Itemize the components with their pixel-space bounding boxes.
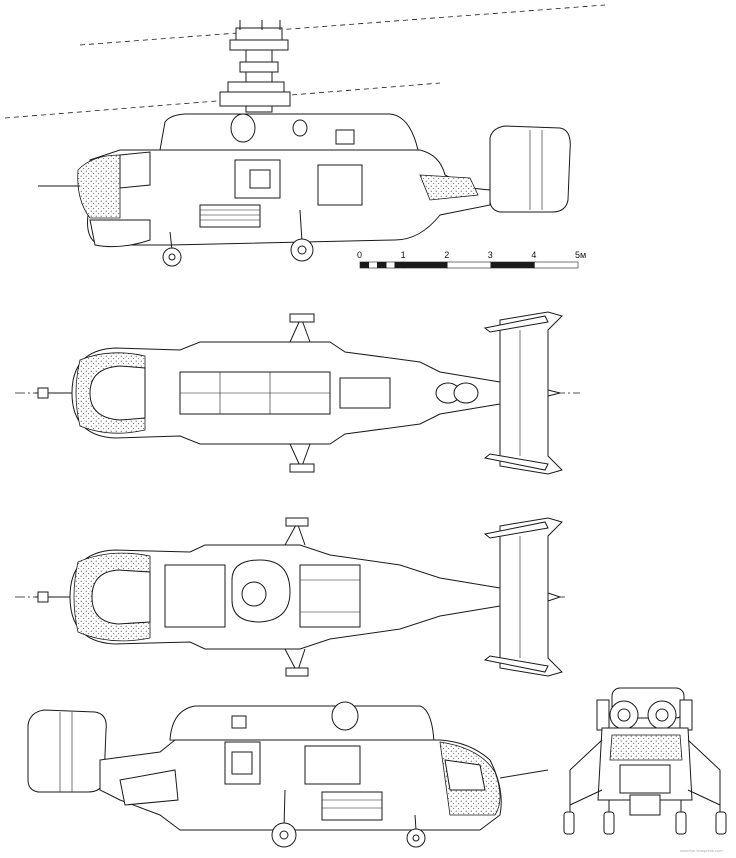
scale-tick-label: 1 [400,250,406,260]
fuselage [87,149,491,246]
scale-segment [359,261,370,269]
top-outriggers [289,313,315,473]
upper-rotor-axis [79,4,606,46]
tail-fin-right [27,709,107,793]
tailplane-top [499,311,563,475]
credit-text: www.the-blueprints.com [680,848,723,853]
nose-radome [77,154,121,219]
tail-boom-stipple [419,174,479,201]
top-view [15,311,580,475]
cockpit-window [119,151,151,189]
front-view [563,687,727,835]
scale-segment [534,261,579,269]
scale-segment [368,261,378,269]
bottom-view [15,517,565,677]
bottom-outriggers [284,517,309,677]
scale-segment [394,261,404,269]
tail-boom-panels [119,769,179,806]
front-outriggers [563,739,727,835]
engine-cowling [159,113,419,151]
scale-tick-label: 2 [444,250,450,260]
side-view-left [4,4,606,267]
side-fuel-tank [199,204,261,228]
scale-segment [446,261,492,269]
scale-tick-label: 4 [531,250,537,260]
front-windshield-stipple [609,734,683,761]
engine-cowling-right [169,705,435,743]
scale-segment [403,261,448,269]
fuel-tank-right [321,791,383,821]
scale-tick-label: 5м [575,250,587,260]
pitot-right [499,769,549,779]
cargo-door-right [304,745,361,785]
scale-segment [377,261,387,269]
nose-gear [162,231,182,267]
nose-gear-right [406,814,426,848]
tailplane-bottom [499,517,563,677]
chin-radome [89,219,151,248]
fuselage-right [99,739,502,831]
scale-segment [490,261,535,269]
cargo-door [317,164,363,206]
main-gear-right [271,789,297,848]
scale-tick-label: 3 [487,250,493,260]
main-gear [290,209,314,262]
scale-bar [359,261,579,269]
engine-intake [230,113,256,143]
rotor-mast [219,20,291,113]
exhaust-grille [335,129,355,145]
side-view-right [27,701,549,848]
scale-tick-label: 0 [357,250,363,260]
scale-segment [385,261,396,269]
